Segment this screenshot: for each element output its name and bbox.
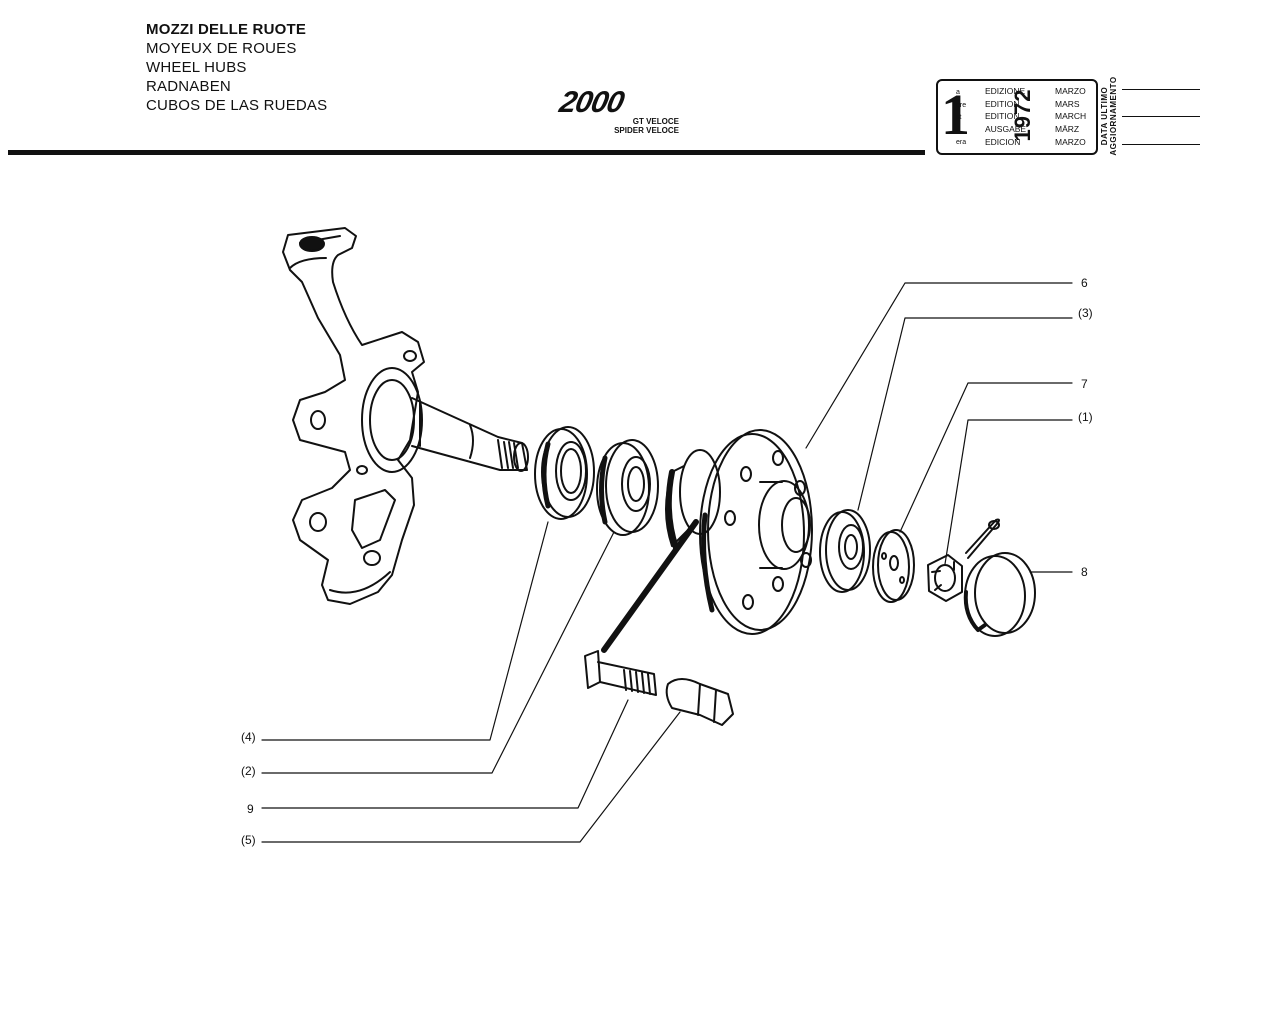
title-italian: MOZZI DELLE RUOTE — [146, 21, 307, 38]
header-rule — [8, 150, 925, 155]
edition-month: MÄRZ — [1055, 124, 1080, 134]
edition-suffix: era — [956, 139, 967, 146]
edition-box: 1 a ere st . era EDIZIONE EDITION EDITIO… — [936, 79, 1098, 155]
callout-9: 9 — [247, 802, 254, 816]
edition-label: EDITION — [985, 99, 1020, 109]
edition-suffix: a — [956, 89, 960, 96]
title-german: RADNABEN — [146, 78, 231, 95]
edition-label: AUSGABE — [985, 124, 1027, 134]
edition-month: MARS — [1055, 99, 1080, 109]
edition-month: MARZO — [1055, 86, 1086, 96]
edition-suffix: . — [956, 126, 958, 133]
cotter-pin — [965, 518, 1000, 559]
spindle — [411, 397, 529, 472]
edition-number: 1 — [941, 82, 970, 147]
inner-bearing — [596, 439, 659, 536]
bearing-cup — [665, 449, 721, 551]
update-line — [1122, 89, 1200, 90]
callout-4: (4) — [241, 730, 256, 744]
header-titles: MOZZI DELLE RUOTE MOYEUX DE ROUES WHEEL … — [146, 20, 327, 115]
title-english: WHEEL HUBS — [146, 59, 247, 76]
wheel-hub — [699, 429, 813, 635]
edition-month: MARCH — [1055, 111, 1087, 121]
callout-5: (5) — [241, 833, 256, 847]
callout-6: 6 — [1081, 276, 1088, 290]
wheel-stud — [584, 650, 657, 696]
outer-bearing — [819, 509, 871, 593]
callout-3: (3) — [1078, 306, 1093, 320]
callout-8: 8 — [1081, 565, 1088, 579]
grease-cap — [963, 552, 1036, 637]
steering-knuckle — [282, 227, 425, 605]
leader-lines — [261, 282, 1073, 843]
castle-nut — [927, 554, 963, 602]
edition-suffix: ere — [956, 102, 967, 109]
edition-label: EDITION — [985, 111, 1020, 121]
title-french: MOYEUX DE ROUES — [146, 40, 297, 57]
update-line — [1122, 144, 1200, 145]
edition-suffix: st — [956, 114, 962, 121]
edition-label: EDICION — [985, 137, 1021, 147]
callout-7: 7 — [1081, 377, 1088, 391]
edition-label: EDIZIONE — [985, 86, 1026, 96]
edition-month: MARZO — [1055, 137, 1086, 147]
oil-seal — [534, 426, 595, 520]
model-logo: 2000 GT VELOCE SPIDER VELOCE — [557, 86, 685, 136]
title-spanish: CUBOS DE LAS RUEDAS — [146, 97, 328, 114]
update-line — [1122, 116, 1200, 117]
wheel-nut — [665, 678, 734, 726]
callout-1: (1) — [1078, 410, 1093, 424]
callout-2: (2) — [241, 764, 256, 778]
logo-gt-veloce: GT VELOCE — [632, 117, 679, 126]
logo-spider-veloce: SPIDER VELOCE — [614, 126, 679, 135]
washer — [872, 529, 915, 603]
